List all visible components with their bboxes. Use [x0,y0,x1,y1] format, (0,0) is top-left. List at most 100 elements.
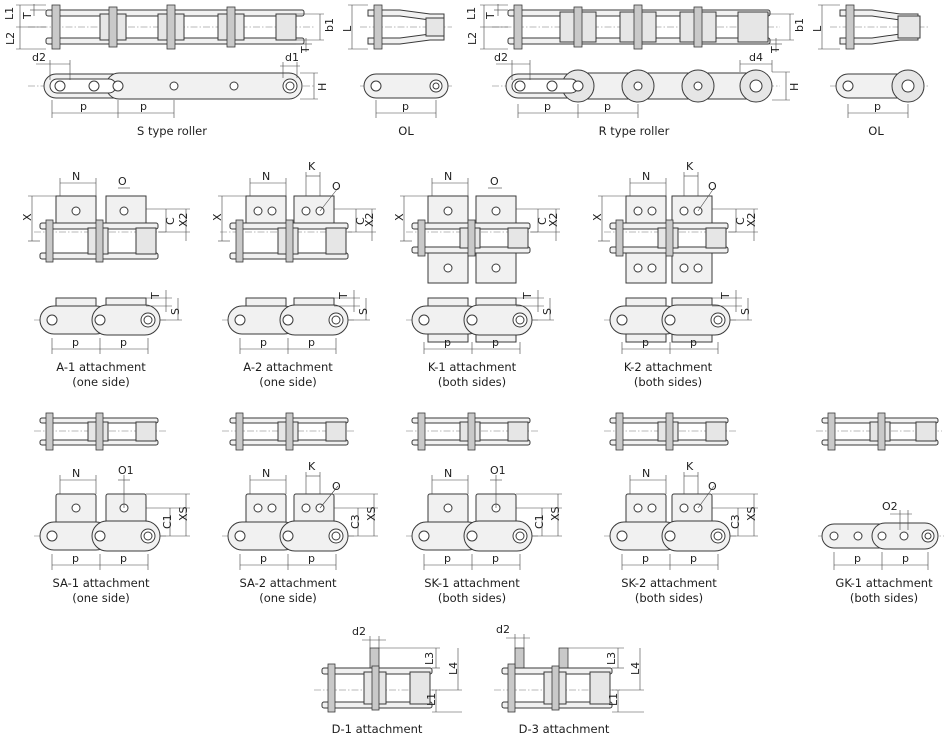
sk1-dim-label-O1: O1 [490,464,506,477]
a1-attachment-top-view: N O X C X2 [21,170,190,263]
r-dim-label-T: T [484,12,497,20]
a2-dim-label-C: C [354,217,367,225]
sk1-dim-label-p-2: p [492,552,499,565]
r-dim-label-p-1: p [544,100,551,113]
k1-dim-label-X2: X2 [547,212,560,227]
dim-label-T: T [21,12,34,20]
dim-label-d2: d2 [32,51,46,64]
a1-dim-label-X2: X2 [177,212,190,227]
d3-attachment-top-view: d2 L3 L4 L1 [494,623,644,713]
k2-dim-label-p-2: p [690,336,697,349]
offset-link-1: L p [341,4,452,118]
dim-label-L1: L1 [3,7,16,20]
a2-dim-label-p-1: p [260,336,267,349]
k1-dim-label-N: N [444,170,452,183]
r-dim-label-p-2: p [604,100,611,113]
sa1-dim-label-p-1: p [72,552,79,565]
caption-ol-1: OL [398,124,414,138]
dim-label-H: H [316,83,329,91]
caption-gk1-side: (both sides) [850,591,918,605]
caption-d1: D-1 attachment [332,722,423,736]
k1-dim-label-p-1: p [444,336,451,349]
sk2-attachment-side-view: N K O C3 XS p p [604,460,758,570]
d3-dim-label-d2: d2 [496,623,510,636]
a2-dim-label-T: T [337,292,350,300]
sk2-dim-label-p-1: p [642,552,649,565]
sk1-dim-label-XS: XS [549,506,562,521]
caption-sa1-side: (one side) [72,591,130,605]
sa1-dim-label-XS: XS [177,506,190,521]
dim-label-p-1: p [80,100,87,113]
sa1-dim-label-C1: C1 [161,514,174,529]
a1-dim-label-C: C [164,217,177,225]
a2-dim-label-N: N [262,170,270,183]
sa2-dim-label-p-1: p [260,552,267,565]
a2-dim-label-O: O [332,180,341,193]
r-dim-label-d2: d2 [494,51,508,64]
d1-dim-label-L1: L1 [425,693,438,706]
a2-attachment-side-view: T S p p [222,290,370,354]
d3-dim-label-L4: L4 [629,662,642,675]
sa1-dim-label-p-2: p [120,552,127,565]
d3-dim-label-L3: L3 [605,652,618,665]
a1-dim-label-X: X [21,213,34,221]
a2-dim-label-K: K [308,160,316,173]
a2-dim-label-S: S [357,308,370,315]
k1-dim-label-S: S [541,308,554,315]
sk2-dim-label-N: N [642,467,650,480]
gk1-chain-top-view [816,412,942,451]
k2-dim-label-N: N [642,170,650,183]
a1-dim-label-p-2: p [120,336,127,349]
a1-attachment-side-view: T S p p [34,290,182,354]
a2-attachment-top-view: N K O X C X2 [211,160,376,263]
r-dim-label-d4: d4 [749,51,763,64]
caption-k2-side: (both sides) [634,375,702,389]
sk2-dim-label-C3: C3 [729,514,742,529]
caption-a2-side: (one side) [259,375,317,389]
sa2-dim-label-C3: C3 [349,514,362,529]
sk2-dim-label-O: O [708,480,717,493]
s-type-roller-top-view: L1 L2 T b1 T [3,4,336,54]
sk2-dim-label-K: K [686,460,694,473]
caption-d3: D-3 attachment [519,722,610,736]
caption-sa2-side: (one side) [259,591,317,605]
sa2-dim-label-K: K [308,460,316,473]
a1-dim-label-N: N [72,170,80,183]
k1-dim-label-X: X [393,213,406,221]
k2-attachment-top-view: N K O X C X2 [591,160,758,284]
a1-dim-label-T: T [149,292,162,300]
a1-dim-label-p-1: p [72,336,79,349]
r-dim-label-b1: b1 [793,18,806,32]
sk2-chain-top-view [604,412,736,451]
sa1-attachment-side-view: N O1 C1 XS p p [34,464,190,570]
gk1-dim-label-O2: O2 [882,500,898,513]
a2-dim-label-X: X [211,213,224,221]
gk1-dim-label-p-1: p [854,552,861,565]
k1-dim-label-C: C [536,217,549,225]
k2-dim-label-S: S [739,308,752,315]
k2-dim-label-T: T [719,292,732,300]
sk1-dim-label-N: N [444,467,452,480]
dim-label-T-right: T [299,46,312,54]
a2-dim-label-p-2: p [308,336,315,349]
k2-dim-label-C: C [734,217,747,225]
k2-dim-label-O: O [708,180,717,193]
caption-sa1: SA-1 attachment [52,576,150,590]
sa2-dim-label-XS: XS [365,506,378,521]
caption-k1-side: (both sides) [438,375,506,389]
caption-s-type-roller: S type roller [137,124,207,138]
d1-dim-label-L3: L3 [423,652,436,665]
r-type-roller-top-view: L1 L2 T b1 T [465,4,806,54]
a1-dim-label-S: S [169,308,182,315]
sa2-dim-label-O: O [332,480,341,493]
sa1-dim-label-O1: O1 [118,464,134,477]
r-dim-label-L1: L1 [465,7,478,20]
k1-dim-label-O: O [490,175,499,188]
caption-sk2-side: (both sides) [635,591,703,605]
caption-sk1-side: (both sides) [438,591,506,605]
caption-a1-side: (one side) [72,375,130,389]
k2-dim-label-p-1: p [642,336,649,349]
caption-k1: K-1 attachment [428,360,517,374]
s-type-roller-side-view: d2 d1 H p p [28,51,329,118]
caption-k2: K-2 attachment [624,360,713,374]
